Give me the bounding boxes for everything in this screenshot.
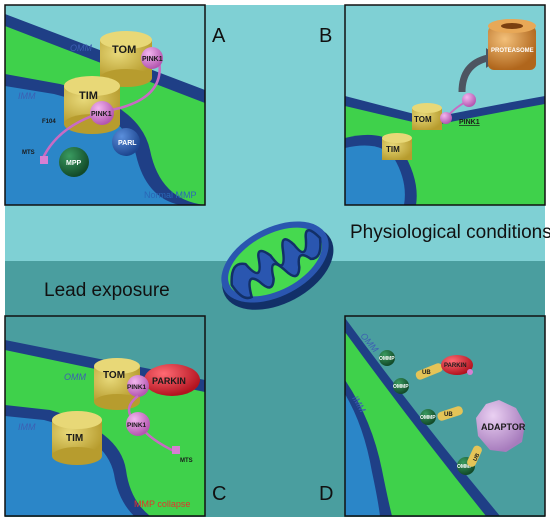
ub-1-label: UB <box>422 370 431 376</box>
tom-label-c: TOM <box>103 370 125 381</box>
ub-1 <box>415 363 443 380</box>
panel-letter-c: C <box>212 483 226 505</box>
parkin-c <box>144 364 200 396</box>
mpp-label: MPP <box>66 160 82 167</box>
physiological-conditions-label: Physiological conditions <box>350 222 550 243</box>
parkin-label-c: PARKIN <box>152 376 186 386</box>
f104-label: F104 <box>42 119 56 125</box>
parl <box>112 128 140 156</box>
ommp-3-label: OMMP <box>420 415 436 421</box>
degradation-arrow <box>458 54 489 93</box>
mts-label: MTS <box>22 150 35 156</box>
adaptor-label: ADAPTOR <box>481 422 526 432</box>
parl-label: PARL <box>118 140 137 147</box>
mitochondrion-icon <box>221 221 334 310</box>
panel-letter-b: B <box>319 25 332 47</box>
pink1-chain <box>40 55 161 161</box>
mpp <box>59 147 89 177</box>
proteasome-label: PROTEASOME <box>491 48 534 54</box>
ommp-2-label: OMMP <box>393 384 409 390</box>
pink1-label-b: PINK1 <box>459 119 480 126</box>
mts-box <box>40 156 48 164</box>
pink1-b-small <box>440 112 452 124</box>
ub-3-label: UB <box>472 453 481 463</box>
pink1-top-label: PINK1 <box>142 56 163 63</box>
panel-letter-d: D <box>319 483 333 505</box>
omm-label-c: OMM <box>64 372 86 382</box>
pink1-top-label-c: PINK1 <box>127 384 147 391</box>
tom-complex: TOM <box>100 31 152 87</box>
tom-label-b: TOM <box>414 115 432 124</box>
pink1-mid <box>90 101 114 125</box>
pink1-b <box>462 93 476 107</box>
mts-box-c <box>172 446 180 454</box>
adaptor <box>476 400 525 452</box>
panel-d: OMM IMM OMMP OMMP UB PARKIN OMMP UB OMMP… <box>345 316 545 516</box>
tom-label: TOM <box>112 44 136 56</box>
ommp-1-label: OMMP <box>379 356 395 362</box>
proteasome: PROTEASOME <box>488 19 536 70</box>
pink1-mid-label: PINK1 <box>91 111 112 118</box>
omm-label: OMM <box>70 43 92 53</box>
parkin-d <box>441 355 473 375</box>
parkin-label-d: PARKIN <box>444 363 467 369</box>
panel-a: OMM IMM TOM TIM PINK1 PINK1 PARL MPP F10… <box>5 5 205 205</box>
ommp-4-label: OMMP <box>457 464 473 470</box>
pink1-free-label-c: PINK1 <box>127 422 147 429</box>
tim-label-b: TIM <box>386 145 400 154</box>
ommp-2 <box>393 378 409 394</box>
imm-label: IMM <box>18 91 36 101</box>
ub-2 <box>437 406 463 421</box>
ub-3 <box>467 445 482 467</box>
mts-label-c: MTS <box>180 458 193 464</box>
panel-c: OMM IMM TOM TIM PARKIN PINK1 PINK1 MTS M… <box>5 316 205 516</box>
panel-b: TOM TIM PINK1 PROTEASOME <box>345 5 545 205</box>
tim-label: TIM <box>79 90 98 102</box>
lead-exposure-label: Lead exposure <box>44 280 170 301</box>
pink1-top-c <box>127 375 149 397</box>
ommp-1 <box>379 350 395 366</box>
imm-label-c: IMM <box>18 422 36 432</box>
ommp-3 <box>420 409 436 425</box>
tim-complex-b: TIM <box>382 133 412 160</box>
panel-letter-a: A <box>212 25 226 47</box>
status-mmp-collapse: MMP collapse <box>134 499 190 509</box>
status-normal-mmp: Normal MMP <box>144 190 197 200</box>
pink1-top <box>141 47 163 69</box>
tim-complex-c: TIM <box>52 411 102 465</box>
tom-complex-b: TOM <box>412 103 442 130</box>
ub-2-label: UB <box>444 412 453 418</box>
tim-label-c: TIM <box>66 433 83 444</box>
pink1-free-c <box>126 412 150 436</box>
